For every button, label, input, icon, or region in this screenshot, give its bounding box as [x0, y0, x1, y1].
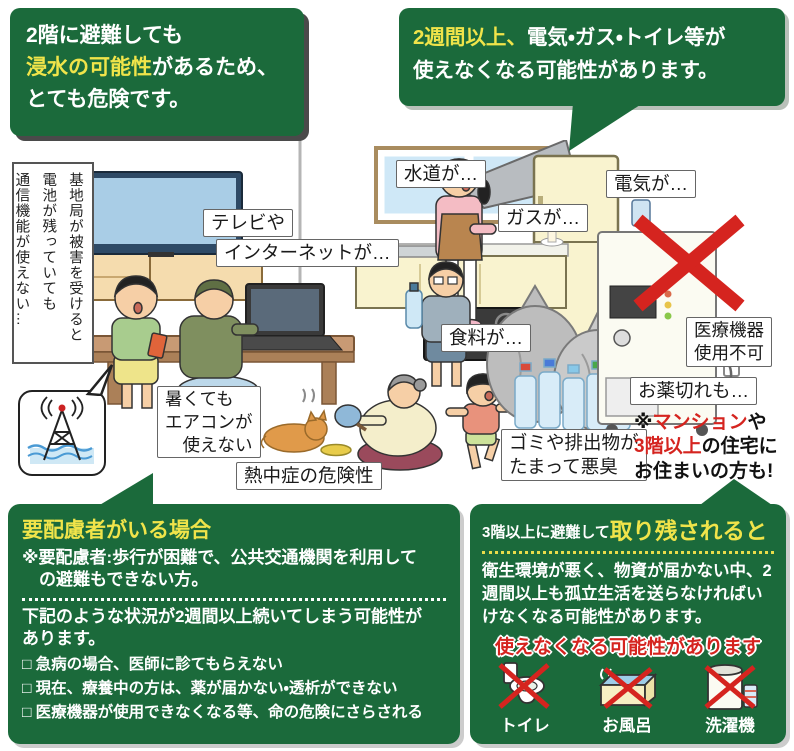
- vertical-note-line: 基地局が被害を受けると: [67, 172, 83, 343]
- label-gas: ガスが…: [498, 204, 589, 233]
- grandma-with-fan: [334, 374, 443, 471]
- mansion-note: ※マンションや 3階以上の住宅に お住まいの方も!: [634, 411, 778, 484]
- warning-line: 2週間以上、電気・ガス・トイレ等が: [413, 26, 726, 49]
- label-electricity: 電気が…: [606, 170, 697, 199]
- warning-line: 使えなくなる可能性があります。: [413, 58, 719, 82]
- dotted-divider: [482, 551, 774, 554]
- food-bowl: [320, 443, 352, 457]
- unusable-warning: 使えなくなる可能性があります: [494, 637, 761, 659]
- flooded-tower-icon: [27, 396, 94, 464]
- stranded-body: 衛生環境が悪く、物資が届かない中、2週間以上も孤立生活を送らなければいけなくなる…: [482, 562, 772, 626]
- dotted-divider: [22, 597, 446, 601]
- label-tv: テレビや: [203, 209, 294, 238]
- laptop: [227, 283, 344, 351]
- boy-with-phone: [111, 275, 168, 409]
- checklist-item: □ 急病の場合、医師に診てもらえない: [22, 655, 283, 673]
- radio-tower-bubble: [18, 390, 106, 476]
- cat: [260, 388, 328, 453]
- stranded-title: 3階以上に避難して取り残されると: [482, 519, 768, 544]
- washer-label: 洗濯機: [705, 717, 755, 736]
- label-medicine: お薬切れも…: [630, 377, 758, 406]
- red-x-icon: [633, 214, 745, 312]
- hand-fan: [334, 404, 362, 428]
- care-needed-title: 要配慮者がいる場合: [22, 519, 211, 542]
- warning-line: 2階に避難しても: [26, 24, 183, 47]
- unusable-washer: 洗濯機: [700, 661, 760, 736]
- washing-machine-icon: [704, 664, 758, 711]
- base-station-note: 基地局が被害を受けると 電池が残っていても 通信機能が使えない…: [12, 162, 94, 364]
- care-needed-box: 要配慮者がいる場合 ※要配慮者:歩行が困難で、公共交通機関を利用して の避難もで…: [8, 504, 460, 744]
- mansion-note-line: ※マンションや: [634, 412, 767, 433]
- unusable-toilet: トイレ: [496, 661, 554, 736]
- toilet-label: トイレ: [500, 717, 550, 736]
- risk-checklist: □ 急病の場合、医師に診てもらえない □ 現在、療養中の方は、薬が届かない・透析…: [22, 653, 446, 725]
- label-heatstroke: 熱中症の危険性: [236, 462, 382, 491]
- mansion-note-line: 3階以上の住宅に: [634, 436, 778, 458]
- toilet-icon: [498, 662, 550, 710]
- checklist-item: □ 医療機器が使用できなくなる等、命の危険にさらされる: [22, 703, 423, 721]
- label-internet: インターネットが…: [216, 239, 399, 268]
- warning-box-second-floor: 2階に避難しても 浸水の可能性があるため、 とても危険です。: [10, 8, 304, 136]
- mansion-note-line: お住まいの方も!: [634, 460, 774, 482]
- bath-icon: [598, 667, 658, 710]
- care-needed-definition: ※要配慮者:歩行が困難で、公共交通機関を利用して の避難もできない方。: [22, 548, 417, 590]
- label-aircon: 暑くてもエアコンが使えない: [157, 386, 261, 459]
- label-food: 食料が…: [441, 324, 532, 353]
- checklist-item: □ 現在、療養中の方は、薬が届かない・透析ができない: [22, 679, 398, 697]
- label-water: 水道が…: [396, 160, 487, 189]
- warning-line: とても危険です。: [26, 87, 191, 111]
- unusable-bath: お風呂: [595, 661, 659, 736]
- warning-bubble-two-weeks: 2週間以上、電気・ガス・トイレ等が 使えなくなる可能性があります。: [399, 8, 785, 106]
- vertical-note-line: 通信機能が使えない…: [13, 172, 30, 327]
- label-garbage: ゴミや排出物がたまって悪臭: [501, 429, 647, 482]
- stranded-box: 3階以上に避難して取り残されると 衛生環境が悪く、物資が届かない中、2週間以上も…: [470, 504, 786, 744]
- label-medical-device: 医療機器使用不可: [686, 317, 772, 367]
- unusable-icons-row: トイレ お風呂 洗濯: [482, 661, 774, 736]
- bath-label: お風呂: [602, 717, 652, 736]
- care-needed-body: 下記のような状況が2週間以上続いてしまう可能性が あります。: [22, 606, 422, 649]
- vertical-note-line: 電池が残っていても: [40, 172, 57, 312]
- warning-line: 浸水の可能性があるため、: [26, 55, 278, 79]
